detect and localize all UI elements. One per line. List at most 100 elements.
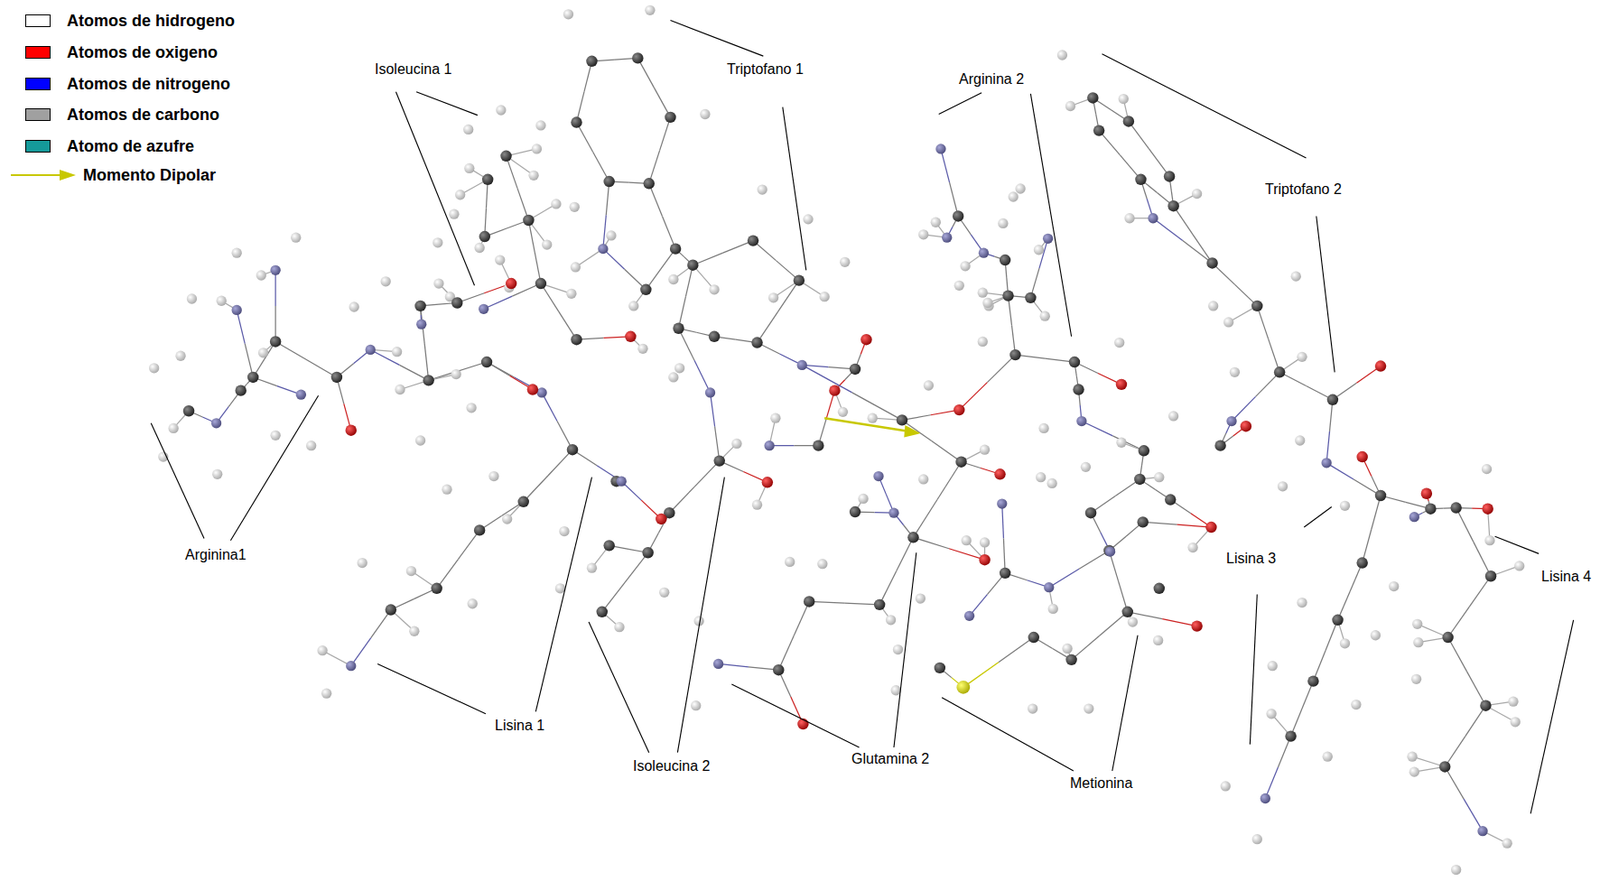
- atom-sphere: [1191, 188, 1202, 199]
- atom-sphere: [1168, 410, 1179, 421]
- atom-sphere: [1424, 502, 1436, 514]
- atom-sphere: [1450, 502, 1461, 513]
- atom-sphere: [839, 257, 850, 268]
- atom-sphere: [772, 664, 784, 676]
- atom-sphere: [269, 265, 280, 276]
- bond-line: [1456, 508, 1474, 543]
- atom-sphere: [567, 444, 578, 456]
- leader-line: [669, 20, 763, 57]
- atom-sphere: [586, 55, 597, 67]
- atom-sphere: [793, 274, 805, 286]
- atom-sphere: [1274, 366, 1285, 378]
- atom-sphere: [1223, 316, 1234, 327]
- atom-sphere: [1187, 542, 1198, 553]
- bond-line: [1231, 396, 1256, 421]
- atom-sphere: [415, 435, 426, 446]
- atom-sphere: [802, 213, 813, 224]
- atom-sphere: [1105, 546, 1116, 557]
- dipole-arrow: [824, 418, 909, 432]
- legend-arrowhead: [59, 169, 76, 181]
- atom-sphere: [541, 239, 552, 250]
- atom-sphere: [708, 331, 720, 343]
- bond-line: [998, 637, 1034, 663]
- leader-line: [939, 93, 982, 115]
- leader-line: [677, 477, 725, 754]
- atom-sphere: [885, 614, 896, 625]
- atom-sphere: [1296, 597, 1307, 608]
- legend-row: Atomos de hidrogeno: [0, 11, 235, 30]
- atom-sphere: [964, 611, 975, 622]
- leader-line: [941, 697, 1074, 772]
- atom-sphere: [569, 202, 580, 213]
- atom-sphere: [528, 170, 539, 181]
- atom-sphere: [1038, 423, 1049, 434]
- atom-sphere: [935, 143, 946, 154]
- atom-sphere: [1093, 124, 1105, 136]
- atom-sphere: [923, 380, 934, 391]
- atom-sphere: [1014, 183, 1025, 194]
- atom-sphere: [1069, 356, 1080, 368]
- atom-sphere: [357, 558, 368, 568]
- atom-sphere: [632, 52, 643, 64]
- atom-sphere: [979, 537, 990, 548]
- atom-sphere: [488, 471, 499, 482]
- legend-row: Atomo de azufre: [0, 137, 195, 156]
- atom-sphere: [474, 242, 484, 253]
- atom-sphere: [668, 372, 679, 382]
- atom-sphere: [522, 214, 534, 226]
- bond-line: [937, 462, 962, 501]
- atom-sphere: [441, 484, 452, 495]
- bond-line: [986, 354, 1015, 383]
- bond-line: [958, 382, 987, 411]
- atom-sphere: [345, 660, 356, 671]
- atom-sphere: [751, 336, 763, 348]
- atom-sphere: [1153, 583, 1165, 595]
- bond-line: [1153, 218, 1183, 242]
- bond-line: [1473, 541, 1491, 577]
- atom-sphere: [348, 301, 359, 312]
- leader-line: [1112, 635, 1138, 772]
- atom-sphere: [812, 439, 824, 451]
- atom-sphere: [478, 304, 489, 315]
- atom-sphere: [1048, 604, 1059, 614]
- bond-line: [896, 537, 914, 571]
- atom-sphere: [655, 513, 667, 525]
- bond-line: [710, 392, 716, 428]
- atom-sphere: [1087, 92, 1098, 103]
- atom-sphere: [994, 468, 1005, 480]
- atom-sphere: [1406, 752, 1417, 763]
- atom-sphere: [977, 288, 988, 298]
- legend-swatch: [25, 108, 51, 121]
- atom-sphere: [1046, 478, 1057, 489]
- leader-line: [1530, 620, 1573, 815]
- legend-text: Atomos de carbono: [66, 105, 220, 124]
- atom-sphere: [603, 176, 614, 187]
- bond-line: [912, 537, 949, 549]
- legend-text: Atomos de hidrogeno: [66, 11, 235, 30]
- atom-sphere: [1124, 213, 1135, 224]
- legend-text: Momento Dipolar: [83, 166, 216, 185]
- atom-sphere: [1033, 244, 1044, 255]
- atom-sphere: [1076, 416, 1087, 427]
- atom-sphere: [1277, 481, 1288, 492]
- atom-sphere: [849, 363, 861, 375]
- atom-sphere: [258, 347, 269, 358]
- atom-sphere: [674, 362, 685, 373]
- atom-sphere: [1412, 619, 1423, 630]
- atom-sphere: [1481, 502, 1493, 514]
- residue-label: Lisina 1: [493, 717, 547, 735]
- leader-line: [230, 395, 318, 540]
- atom-sphere: [1136, 516, 1148, 528]
- atom-sphere: [873, 471, 884, 482]
- atom-sphere: [555, 583, 566, 594]
- atom-sphere: [247, 372, 259, 383]
- atom-sphere: [500, 150, 512, 162]
- atom-sphere: [1477, 826, 1488, 837]
- atom-sphere: [1123, 115, 1135, 127]
- atom-sphere: [857, 493, 868, 504]
- atom-sphere: [1514, 560, 1525, 571]
- atom-sphere: [1153, 635, 1163, 646]
- atom-sphere: [1481, 464, 1492, 475]
- atom-sphere: [837, 407, 848, 418]
